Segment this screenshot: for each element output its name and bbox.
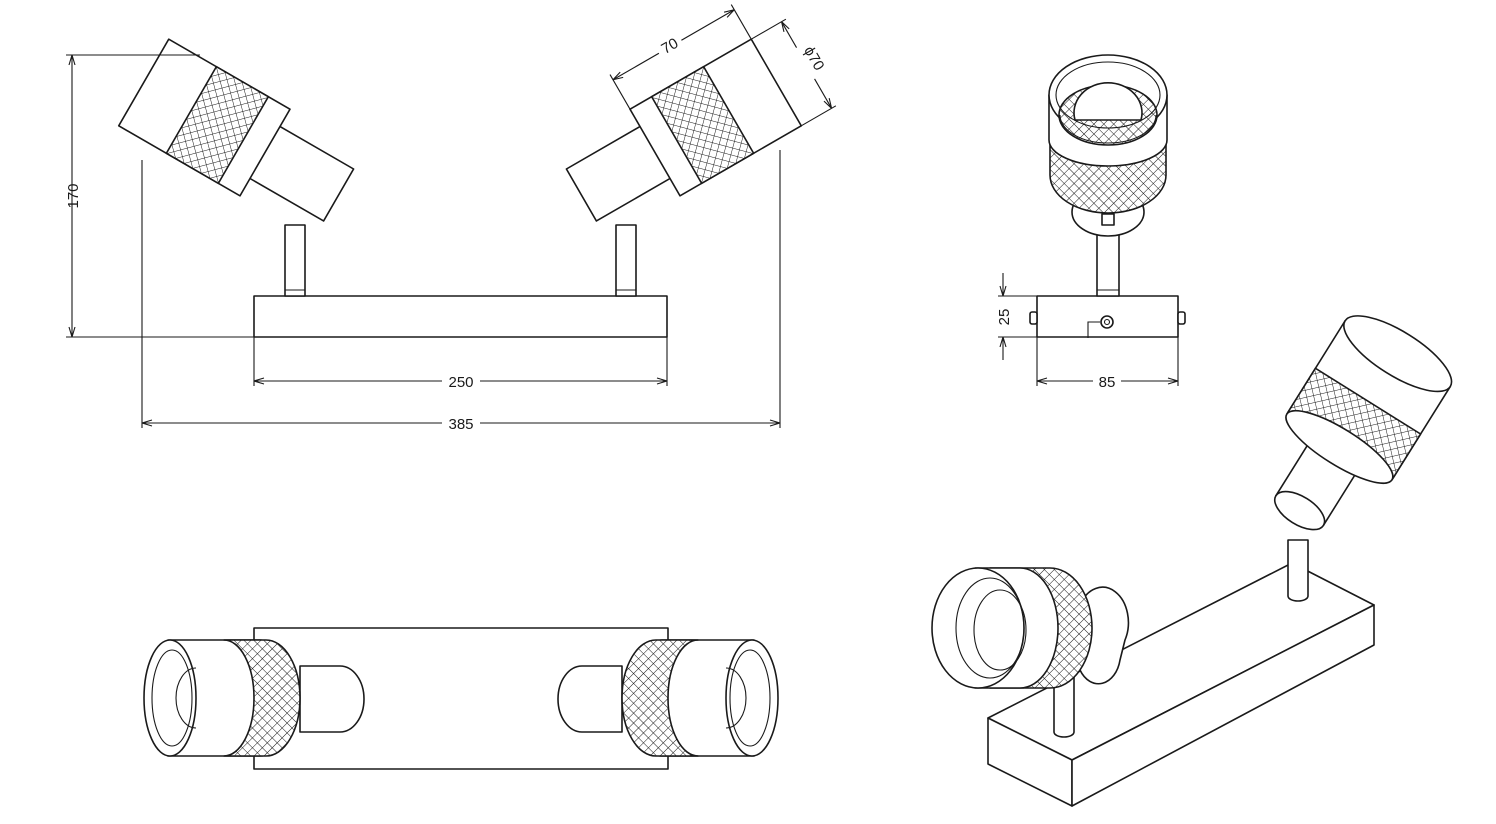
dim-70-label: 70 <box>658 35 681 58</box>
dim-25-label: 25 <box>996 309 1013 326</box>
top-right-spot <box>557 639 779 757</box>
dim-385-label: 385 <box>448 416 473 433</box>
front-left-stem <box>284 224 306 297</box>
front-view: 170 250 385 70 ϕ70 <box>65 4 837 433</box>
side-view: 25 85 <box>996 54 1186 391</box>
iso-left-spot <box>931 567 1130 689</box>
front-base-bar <box>253 295 668 338</box>
dim-85-label: 85 <box>1099 374 1116 391</box>
isometric-view <box>931 315 1453 807</box>
front-right-spot <box>565 38 803 222</box>
top-view <box>143 627 779 770</box>
front-left-spot <box>117 38 355 222</box>
front-right-stem <box>615 224 637 297</box>
top-left-spot <box>143 639 365 757</box>
dim-170-label: 170 <box>65 183 82 208</box>
iso-right-spot <box>1273 315 1453 531</box>
iso-base-side <box>1071 604 1375 807</box>
dim-250-label: 250 <box>448 374 473 391</box>
